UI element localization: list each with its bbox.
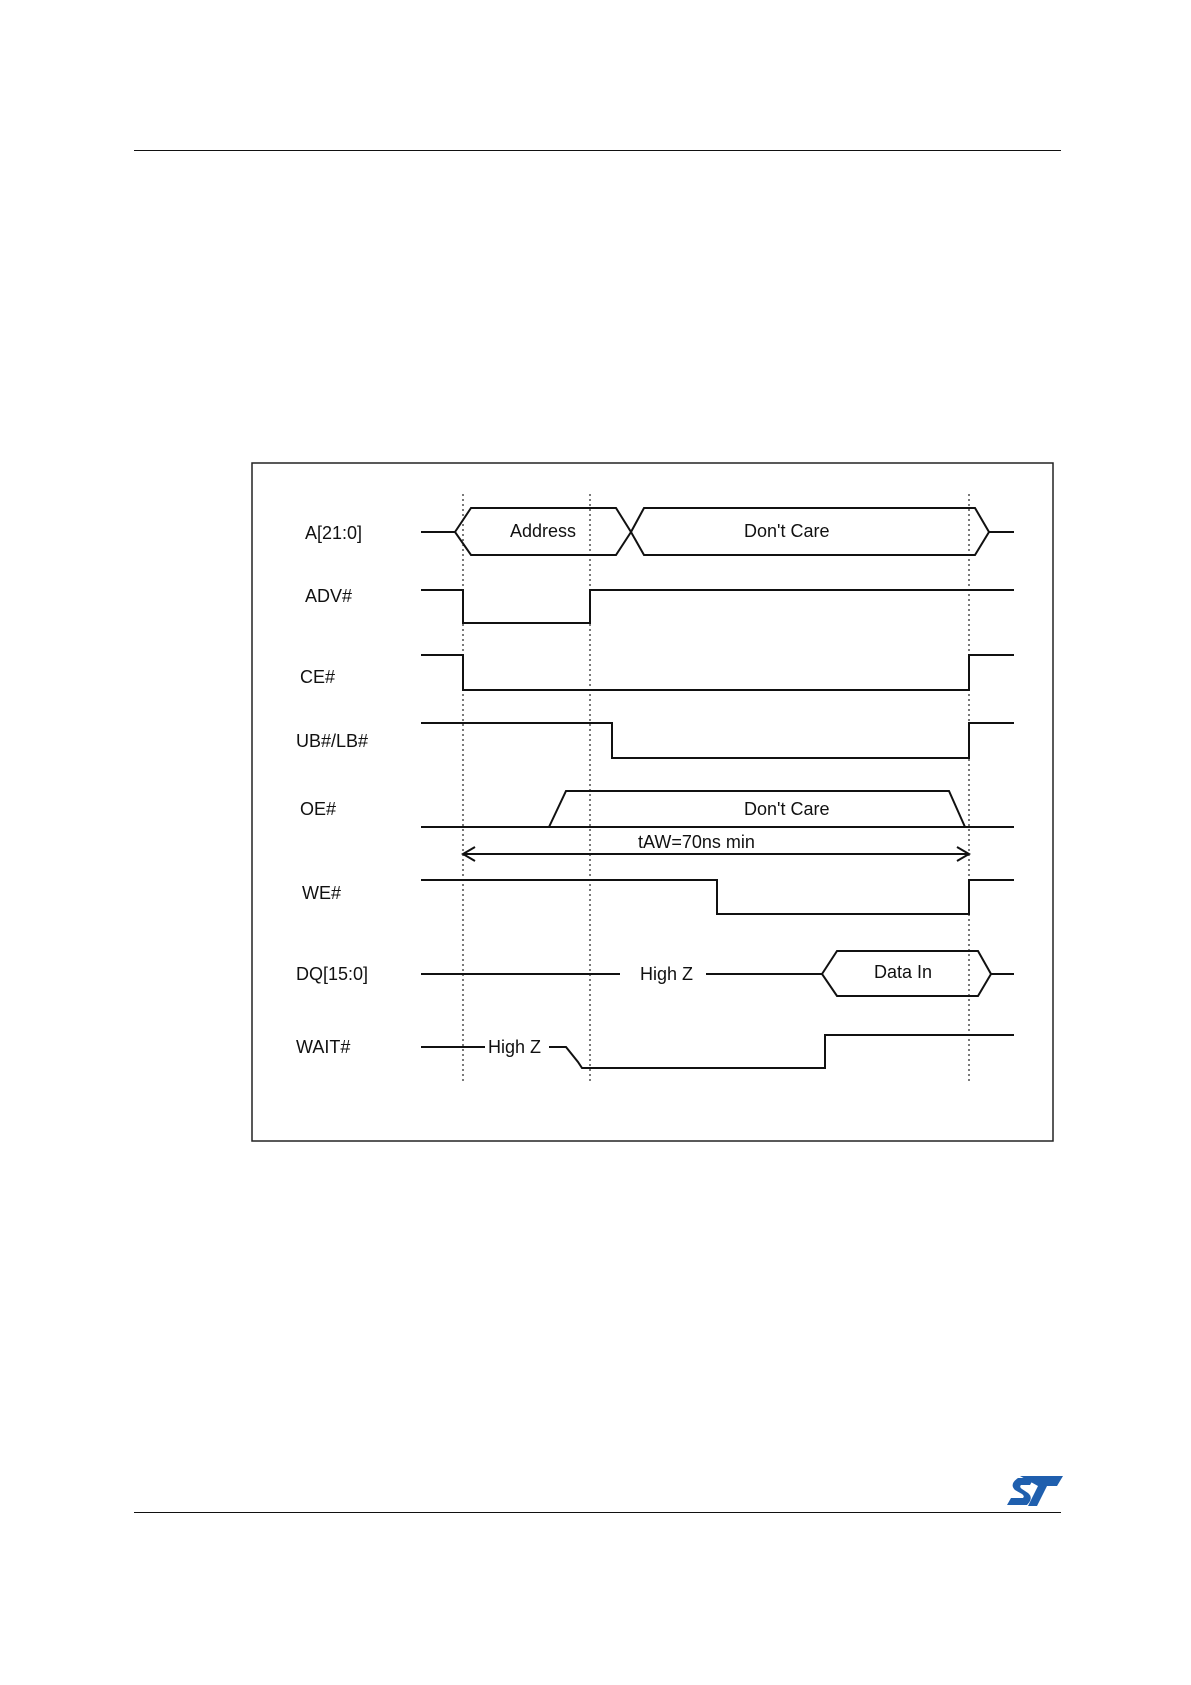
- waveform-oe: [421, 791, 1014, 827]
- taw-label: tAW=70ns min: [638, 832, 755, 852]
- waveform-ce: [421, 655, 1014, 690]
- signal-label-wait: WAIT#: [296, 1037, 350, 1057]
- st-logo-icon: ST: [1006, 1474, 1064, 1508]
- signal-label-ublb: UB#/LB#: [296, 731, 368, 751]
- st-logo-text: ST: [1006, 1474, 1008, 1475]
- data-in-label: Data In: [874, 962, 932, 982]
- signal-label-adv: ADV#: [305, 586, 352, 606]
- waveform-adv: [421, 590, 1014, 623]
- signal-label-oe: OE#: [300, 799, 336, 819]
- high-z-label-wait: High Z: [488, 1037, 541, 1057]
- high-z-label-dq: High Z: [640, 964, 693, 984]
- segment-label-dont-care-oe: Don't Care: [744, 799, 829, 819]
- diagram-frame: [252, 463, 1053, 1141]
- waveform-ublb: [421, 723, 1014, 758]
- segment-label-address: Address: [510, 521, 576, 541]
- segment-label-dont-care-a: Don't Care: [744, 521, 829, 541]
- signal-label-ce: CE#: [300, 667, 335, 687]
- waveform-we: [421, 880, 1014, 914]
- signal-label-a: A[21:0]: [305, 523, 362, 543]
- footer-rule: [134, 1512, 1061, 1513]
- signal-label-dq: DQ[15:0]: [296, 964, 368, 984]
- signal-label-we: WE#: [302, 883, 341, 903]
